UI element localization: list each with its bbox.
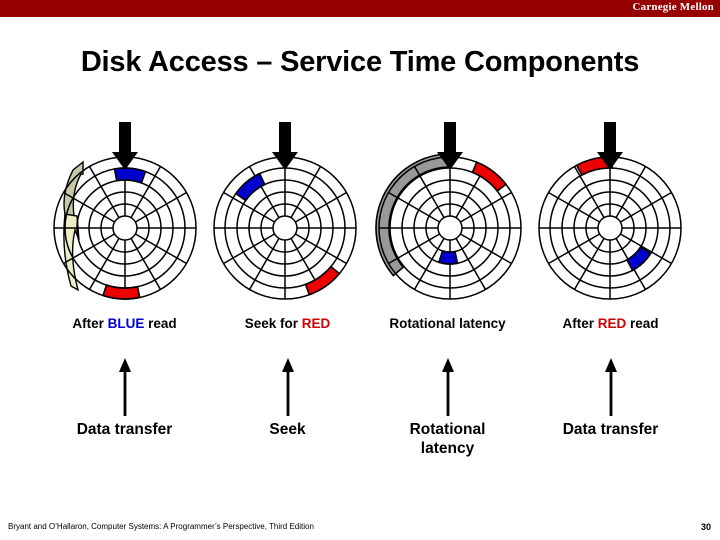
stage-label-prefix: After	[72, 316, 108, 331]
stage-label-3: Rotational latency	[360, 316, 535, 331]
page-title: Disk Access – Service Time Components	[80, 46, 640, 78]
disk-after-red-read	[538, 122, 682, 300]
disk-sector-line	[88, 166, 120, 218]
disk-sector-line	[290, 166, 322, 218]
header-bar: Carnegie Mellon	[0, 0, 720, 17]
read-head-arrow-icon	[437, 122, 463, 170]
stage-label-2: Seek for RED	[200, 316, 375, 331]
timing-up-arrow-icon	[604, 358, 617, 416]
disk-sector-line	[455, 238, 487, 290]
disk-diagram-row	[0, 110, 720, 340]
stage-label-prefix: Rotational latency	[389, 316, 506, 331]
disk-sector-line	[388, 233, 440, 265]
disk-sector-line	[460, 191, 512, 223]
disk-track-circle	[112, 215, 138, 241]
blue-sector	[113, 167, 147, 184]
disk-sector-line	[573, 238, 605, 290]
timing-label-line1: Data transfer	[562, 421, 659, 438]
disk-sector-line	[295, 191, 347, 223]
stage-label-suffix: read	[144, 316, 177, 331]
disk-seek-for-red	[213, 122, 357, 300]
timing-label-1: Data transfer	[37, 420, 212, 439]
timing-label-2: Seek	[200, 420, 375, 439]
disk-sector-line	[460, 233, 512, 265]
stage-label-4: After RED read	[523, 316, 698, 331]
disk-sector-line	[248, 166, 280, 218]
disk-sector-line	[620, 233, 672, 265]
timing-group-4: Data transfer	[523, 356, 698, 439]
timing-label-line1: Data transfer	[76, 421, 173, 438]
timing-label-3: Rotational latency	[360, 420, 535, 458]
disk-sector-line	[63, 233, 115, 265]
stage-label-prefix: After	[562, 316, 598, 331]
red-sector	[471, 161, 508, 193]
stage-label-keyword: BLUE	[107, 316, 145, 331]
footer-page-number: 30	[700, 522, 711, 532]
disk-sector-line	[88, 238, 120, 290]
disk-sector-line	[130, 238, 162, 290]
timing-up-arrow-icon	[118, 358, 131, 416]
disk-sector-line	[295, 233, 347, 265]
disk-sector-line	[63, 191, 115, 223]
brand-label: Carnegie Mellon	[632, 1, 714, 13]
disk-sector-line	[413, 166, 445, 218]
disk-sector-line	[248, 238, 280, 290]
red-sector	[102, 284, 141, 300]
stage-label-keyword: RED	[301, 316, 331, 331]
timing-group-1: Data transfer	[37, 356, 212, 439]
stage-label-keyword: RED	[597, 316, 627, 331]
disk-rotational-latency-panel	[370, 110, 530, 340]
footer-citation: Bryant and O’Hallaron, Computer Systems:…	[8, 522, 314, 531]
disk-after-blue-read	[53, 122, 197, 300]
blue-sector	[234, 172, 266, 202]
timing-label-line1: Rotational	[409, 421, 486, 438]
read-head-arrow-icon	[272, 122, 298, 170]
disk-sector-line	[548, 191, 600, 223]
disk-sector-line	[388, 191, 440, 223]
disk-sector-line	[615, 166, 647, 218]
stage-label-1: After BLUE read	[37, 316, 212, 331]
disk-sector-line	[223, 233, 275, 265]
disk-sector-line	[573, 166, 605, 218]
timing-group-3: Rotational latency	[360, 356, 535, 458]
disk-track-circle	[272, 215, 298, 241]
disk-sector-line	[548, 233, 600, 265]
disk-sector-line	[130, 166, 162, 218]
timing-up-arrow-icon	[441, 358, 454, 416]
timing-label-line2: latency	[420, 440, 475, 457]
disk-rotational-latency	[375, 122, 522, 300]
timing-row: Data transfer Seek Rotational latency Data t…	[0, 356, 720, 476]
timing-group-2: Seek	[200, 356, 375, 439]
disk-sector-line	[413, 238, 445, 290]
disk-after-red-read-panel	[530, 110, 690, 340]
blue-sector	[625, 245, 652, 272]
read-head-arrow-icon	[112, 122, 138, 170]
timing-up-arrow-icon	[281, 358, 294, 416]
disk-track-circle	[597, 215, 623, 241]
disk-sector-line	[135, 233, 187, 265]
disk-sector-line	[620, 191, 672, 223]
stage-label-suffix: read	[626, 316, 659, 331]
timing-label-line1: Seek	[269, 421, 306, 438]
disk-sector-line	[223, 191, 275, 223]
stage-label-prefix: Seek for	[244, 316, 302, 331]
disk-after-blue-read-panel	[45, 110, 205, 340]
disk-track-circle	[437, 215, 463, 241]
blue-sector	[437, 249, 459, 265]
red-sector	[304, 265, 341, 296]
disk-sector-line	[135, 191, 187, 223]
read-head-arrow-icon	[597, 122, 623, 170]
disk-seek-for-red-panel	[205, 110, 365, 340]
timing-label-4: Data transfer	[523, 420, 698, 439]
